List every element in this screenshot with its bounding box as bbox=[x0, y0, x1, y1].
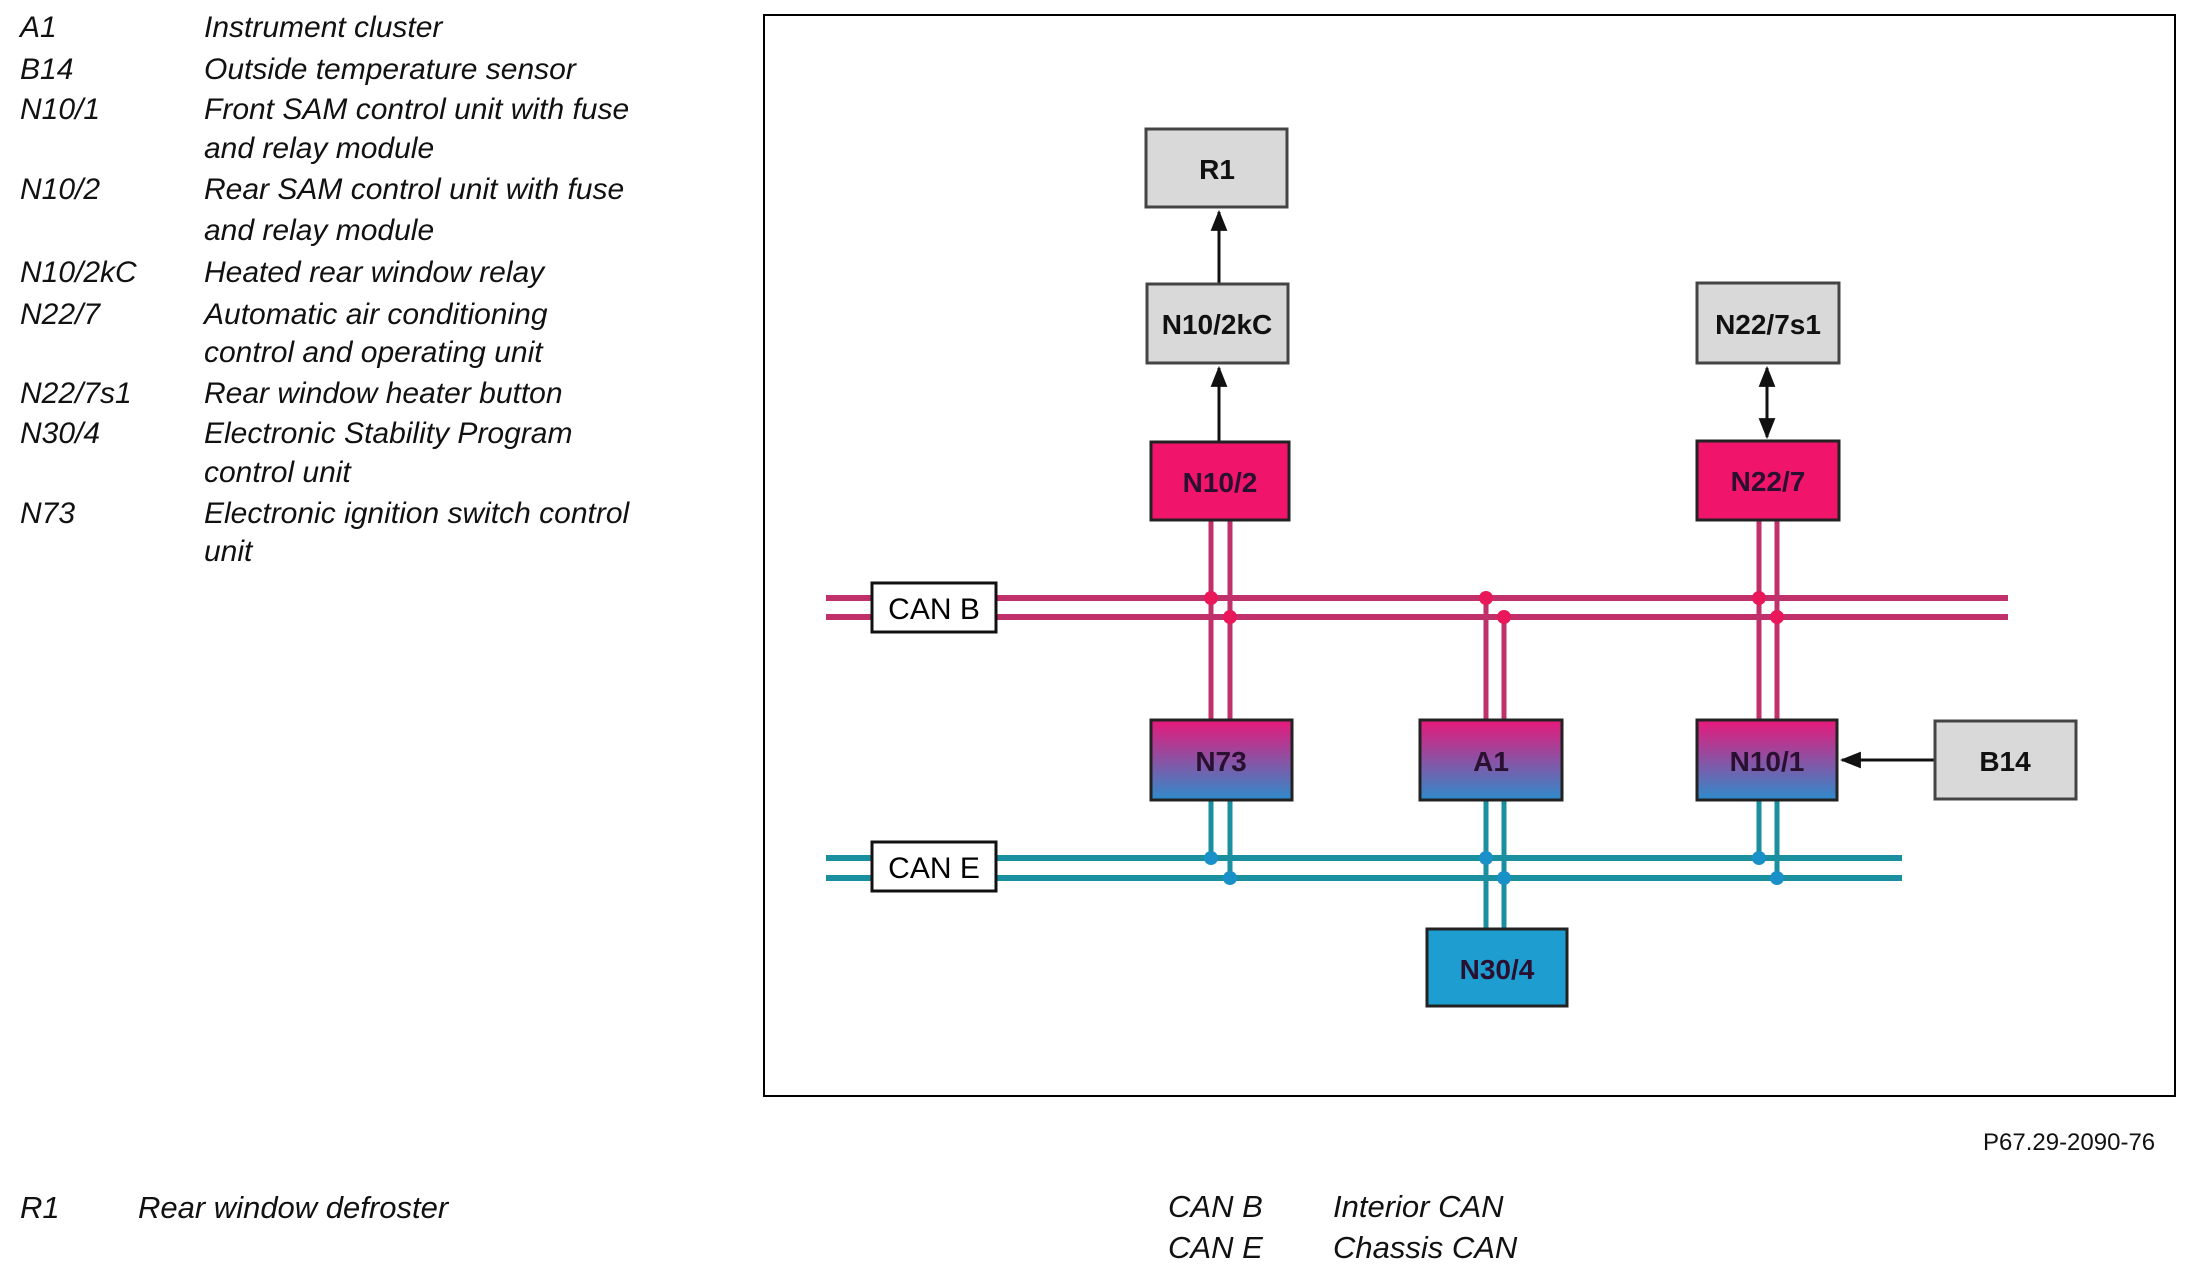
legend-bottom-item: CAN B bbox=[1168, 1187, 1263, 1227]
legend-desc: Rear window heater button bbox=[204, 377, 563, 410]
legend-desc: Automatic air conditioning bbox=[204, 298, 548, 331]
node-n22-7: N22/7 bbox=[1695, 439, 1841, 522]
can-e-bus bbox=[826, 855, 1902, 881]
node-box bbox=[1695, 439, 1841, 522]
junction-dot bbox=[1497, 871, 1511, 885]
legend-code: N10/2 bbox=[20, 173, 101, 206]
legend-desc: Chassis CAN bbox=[1333, 1230, 1518, 1265]
legend-desc: Heated rear window relay bbox=[204, 256, 545, 289]
node-label: N30/4 bbox=[1460, 954, 1535, 985]
legend-bottom-desc: Interior CAN bbox=[1333, 1187, 1504, 1227]
junction-dot bbox=[1204, 591, 1218, 605]
legend-desc: Front SAM control unit with fuse bbox=[204, 93, 630, 126]
legend-desc: Instrument cluster bbox=[204, 11, 443, 44]
legend-desc: Interior CAN bbox=[1333, 1189, 1504, 1224]
bus-label-frame bbox=[870, 581, 998, 634]
node-r1: R1 bbox=[1144, 127, 1289, 209]
n10-1-can-e-connection bbox=[1756, 800, 1780, 878]
node-box bbox=[1145, 282, 1290, 365]
node-b14: B14 bbox=[1933, 719, 2078, 801]
legend-bottom-item: R1 bbox=[20, 1188, 60, 1228]
can-b-junctions bbox=[1204, 591, 1784, 624]
node-label: R1 bbox=[1199, 154, 1235, 185]
junction-dot bbox=[1204, 851, 1218, 865]
node-n10-2kc: N10/2kC bbox=[1145, 282, 1290, 365]
legend-bottom-item: CAN E bbox=[1168, 1228, 1263, 1268]
legend-desc: and relay module bbox=[204, 132, 435, 165]
node-box bbox=[1144, 127, 1289, 209]
node-n22-7s1: N22/7s1 bbox=[1695, 281, 1841, 365]
legend-code: N22/7 bbox=[20, 298, 101, 331]
node-label: A1 bbox=[1473, 746, 1509, 777]
legend-code: CAN B bbox=[1168, 1189, 1263, 1224]
can-e-label: CAN E bbox=[888, 852, 980, 885]
node-a1: A1 bbox=[1418, 718, 1564, 802]
junction-dot bbox=[1497, 610, 1511, 624]
can-b-label-box: CAN B bbox=[870, 581, 998, 634]
node-label: N22/7s1 bbox=[1715, 309, 1821, 340]
a1-can-b-connection bbox=[1483, 598, 1507, 720]
node-n30-4: N30/4 bbox=[1425, 927, 1569, 1008]
legend-desc: control and operating unit bbox=[204, 336, 543, 369]
node-label: N10/1 bbox=[1730, 746, 1805, 777]
node-box bbox=[1149, 718, 1294, 802]
legend-desc: Rear SAM control unit with fuse bbox=[204, 173, 625, 206]
can-b-label: CAN B bbox=[888, 593, 980, 626]
legend-desc: Rear window defroster bbox=[138, 1190, 449, 1225]
node-label: N10/2 bbox=[1183, 467, 1258, 498]
junction-dot bbox=[1223, 871, 1237, 885]
legend-desc: and relay module bbox=[204, 214, 435, 247]
node-n10-1: N10/1 bbox=[1695, 718, 1839, 802]
node-box bbox=[1149, 440, 1291, 522]
node-label: N10/2kC bbox=[1162, 309, 1273, 340]
legend-desc: control unit bbox=[204, 456, 351, 489]
legend-desc: unit bbox=[204, 535, 253, 568]
legend-desc: Electronic ignition switch control bbox=[204, 497, 630, 530]
legend-code: N73 bbox=[20, 497, 76, 530]
bus-label-frame bbox=[870, 840, 998, 893]
junction-dot bbox=[1752, 851, 1766, 865]
legend-code: N10/1 bbox=[20, 93, 101, 126]
node-box bbox=[1425, 927, 1569, 1008]
node-box bbox=[1695, 281, 1841, 365]
figure-id: P67.29-2090-76 bbox=[1983, 1129, 2156, 1156]
junction-dot bbox=[1752, 591, 1766, 605]
node-label: N73 bbox=[1195, 746, 1246, 777]
can-e-label-box: CAN E bbox=[870, 840, 998, 893]
junction-dot bbox=[1479, 591, 1493, 605]
junction-dot bbox=[1770, 871, 1784, 885]
node-box bbox=[1418, 718, 1564, 802]
can-b-bus bbox=[826, 595, 2008, 620]
n73-can-e-connection bbox=[1208, 800, 1233, 878]
legend-bottom-desc: Rear window defroster bbox=[138, 1188, 448, 1228]
node-box bbox=[1695, 718, 1839, 802]
legend-code: N10/2kC bbox=[20, 256, 137, 289]
junction-dot bbox=[1770, 610, 1784, 624]
junction-dot bbox=[1479, 851, 1493, 865]
junction-dot bbox=[1223, 610, 1237, 624]
legend-code: N30/4 bbox=[20, 417, 101, 450]
can-e-junctions bbox=[1204, 851, 1784, 885]
legend-desc: Electronic Stability Program bbox=[204, 417, 573, 450]
node-label: B14 bbox=[1979, 746, 2031, 777]
legend-bottom-desc: Chassis CAN bbox=[1333, 1228, 1517, 1268]
legend-code: CAN E bbox=[1168, 1230, 1263, 1265]
legend-code: N22/7s1 bbox=[20, 377, 132, 410]
node-n10-2: N10/2 bbox=[1149, 440, 1291, 522]
diagram-frame bbox=[763, 14, 2176, 1097]
node-box bbox=[1933, 719, 2078, 801]
node-label: N22/7 bbox=[1731, 466, 1806, 497]
node-n73: N73 bbox=[1149, 718, 1294, 802]
legend-code: R1 bbox=[20, 1190, 60, 1225]
a1-to-n30-4-connection bbox=[1483, 800, 1507, 929]
legend-desc: Outside temperature sensor bbox=[204, 53, 576, 86]
legend-code: B14 bbox=[20, 53, 74, 86]
legend-code: A1 bbox=[20, 11, 57, 44]
